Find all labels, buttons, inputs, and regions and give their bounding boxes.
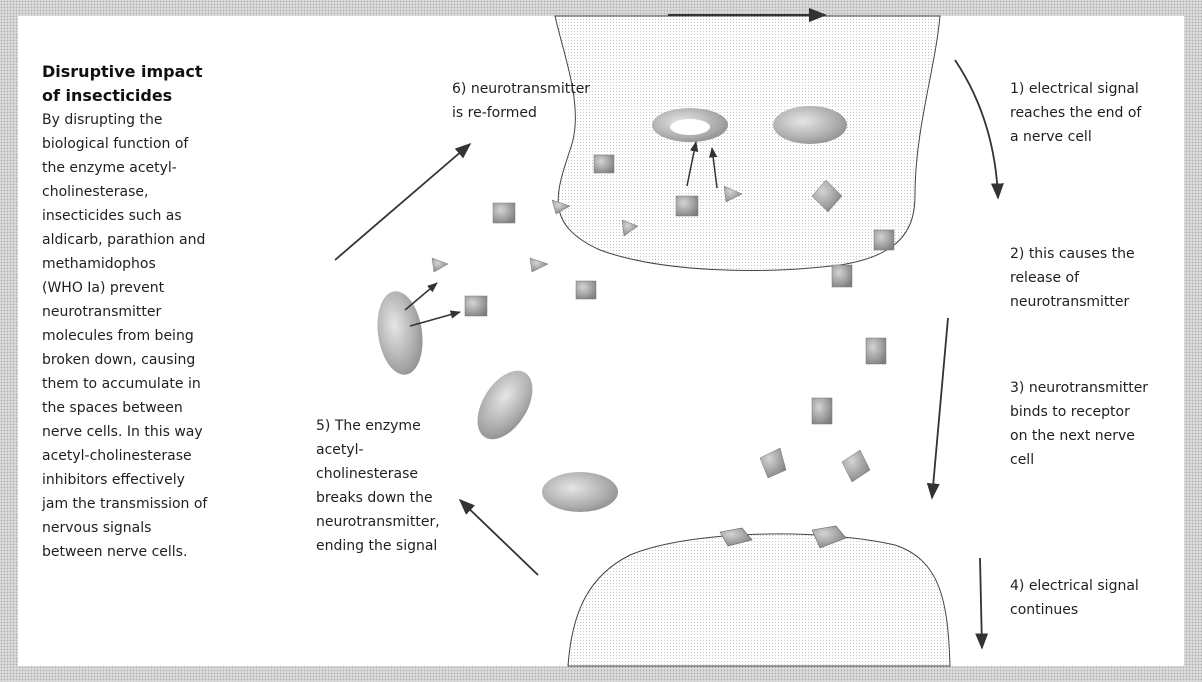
step-2-label: 2) this causes the release of neurotrans… [1010,246,1139,310]
step-4-label: 4) electrical signal continues [1010,578,1143,618]
step-5-label: 5) The enzyme acetyl- cholinesterase bre… [316,418,444,554]
step-3-label: 3) neurotransmitter binds to receptor on… [1010,380,1153,468]
postsynaptic-cell [568,534,950,666]
step-6-label: 6) neurotransmitter is re-formed [452,81,595,121]
step-1-label: 1) electrical signal reaches the end of … [1010,81,1146,145]
